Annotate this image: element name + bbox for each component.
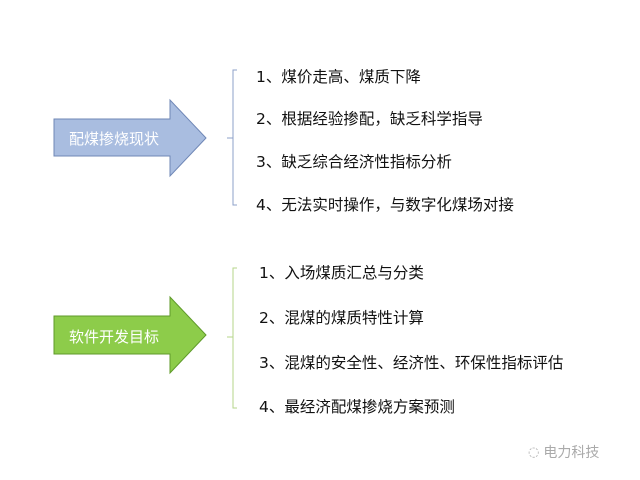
- arrow-software-goals: [53, 295, 207, 375]
- list-item: 1、煤价走高、煤质下降: [256, 68, 421, 86]
- list-item: 4、无法实时操作，与数字化煤场对接: [256, 196, 514, 214]
- wechat-icon: ◌: [528, 444, 540, 460]
- arrow-label-current-status: 配煤掺烧现状: [68, 130, 159, 148]
- list-item: 3、混煤的安全性、经济性、环保性指标评估: [259, 354, 564, 372]
- bracket-software-goals: [227, 267, 237, 409]
- watermark: ◌ 电力科技: [528, 442, 599, 462]
- list-item: 4、最经济配煤掺烧方案预测: [259, 398, 455, 416]
- arrow-label-software-goals: 软件开发目标: [68, 328, 159, 346]
- list-item: 2、混煤的煤质特性计算: [259, 309, 424, 327]
- list-item: 2、根据经验掺配，缺乏科学指导: [256, 110, 483, 128]
- list-item: 1、入场煤质汇总与分类: [259, 264, 424, 282]
- bracket-current-status: [227, 69, 237, 206]
- list-item: 3、缺乏综合经济性指标分析: [256, 153, 452, 171]
- arrow-current-status: [53, 98, 207, 178]
- watermark-text: 电力科技: [543, 445, 600, 461]
